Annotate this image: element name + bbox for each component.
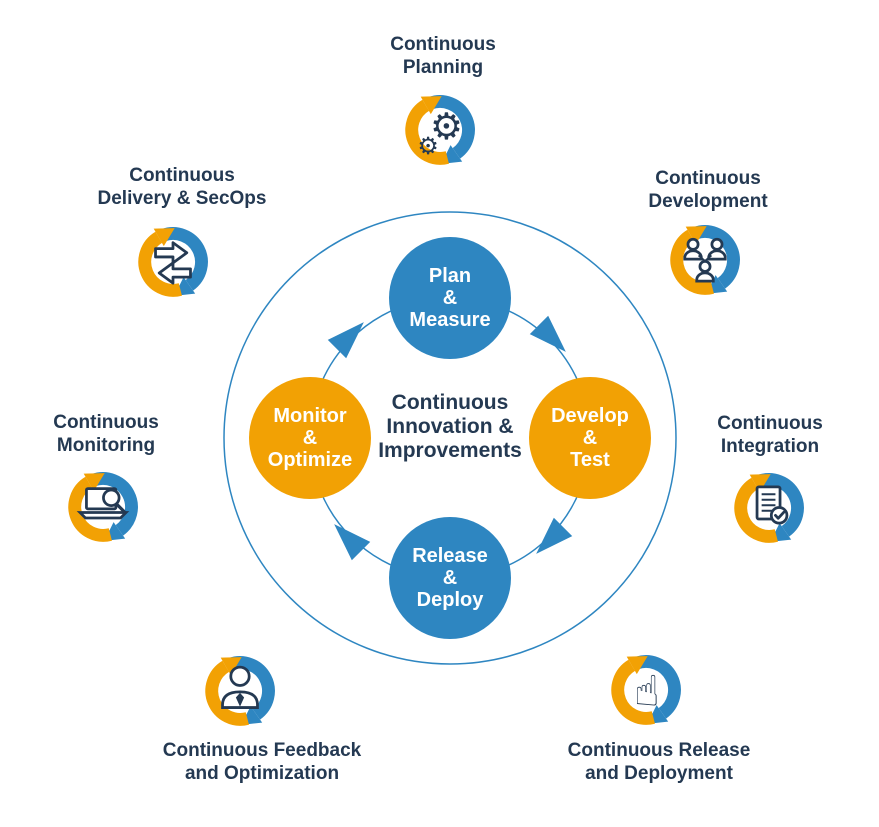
label-line: Continuous Feedback [162,740,362,761]
label-continuous-release-deployment: Continuous Release and Deployment [539,739,779,785]
transfer-arrows-icon [127,216,219,308]
node-label-line: & [582,427,598,449]
flow-arrow-nw-icon [327,322,364,359]
laptop-search-icon [57,461,149,553]
label-line: Monitoring [56,435,156,456]
node-label-line: Monitor [273,405,347,427]
label-continuous-integration: Continuous Integration [675,412,865,458]
label-continuous-development: Continuous Development [598,167,818,213]
node-develop-test: Develop & Test [529,377,651,499]
node-label-line: Optimize [267,449,353,471]
label-line: and Optimization [184,763,340,784]
outer-circle [223,211,677,665]
center-title-line: Continuous [391,391,509,414]
label-line: Delivery & SecOps [97,188,267,209]
label-line: Continuous [390,34,496,55]
svg-text:⚙: ⚙ [430,105,463,148]
label-line: Development [648,191,768,212]
node-release-deploy: Release & Deploy [389,517,511,639]
label-continuous-planning: Continuous Planning [333,33,553,79]
node-label-line: Release [412,545,488,567]
label-line: Integration [720,436,820,457]
flow-arrow-sw-icon [334,524,371,561]
flow-arrow-se-icon [536,517,573,554]
label-line: and Deployment [585,763,733,784]
node-label-line: & [442,287,458,309]
label-continuous-monitoring: Continuous Monitoring [11,411,201,457]
flow-arrow-ne-icon [529,315,566,352]
node-label-line: & [442,567,458,589]
label-line: Planning [402,57,484,78]
label-line: Continuous [53,412,159,433]
svg-text:⚙: ⚙ [417,132,438,160]
node-label-line: Test [570,449,610,471]
node-monitor-optimize: Monitor & Optimize [249,377,371,499]
person-icon [194,645,286,737]
center-title: Continuous Innovation & Improvements [330,391,570,463]
center-title-line: Improvements [378,439,522,462]
label-continuous-delivery-secops: Continuous Delivery & SecOps [62,164,302,210]
node-label-line: & [302,427,318,449]
node-label-line: Develop [551,405,629,427]
svg-text:☝: ☝ [634,667,660,716]
node-label-line: Measure [409,309,491,331]
node-label-line: Deploy [416,589,484,611]
document-check-icon [723,462,815,554]
gears-icon: ⚙ ⚙ [394,84,486,176]
node-plan-measure: Plan & Measure [389,237,511,359]
label-continuous-feedback-optimization: Continuous Feedback and Optimization [132,739,392,785]
label-line: Continuous [655,168,761,189]
team-icon [659,214,751,306]
label-line: Continuous [129,165,235,186]
center-title-line: Innovation & [386,415,514,438]
label-line: Continuous [717,413,823,434]
label-line: Continuous Release [567,740,751,761]
node-label-line: Plan [428,265,472,287]
click-hand-icon: ☝ [600,644,692,736]
